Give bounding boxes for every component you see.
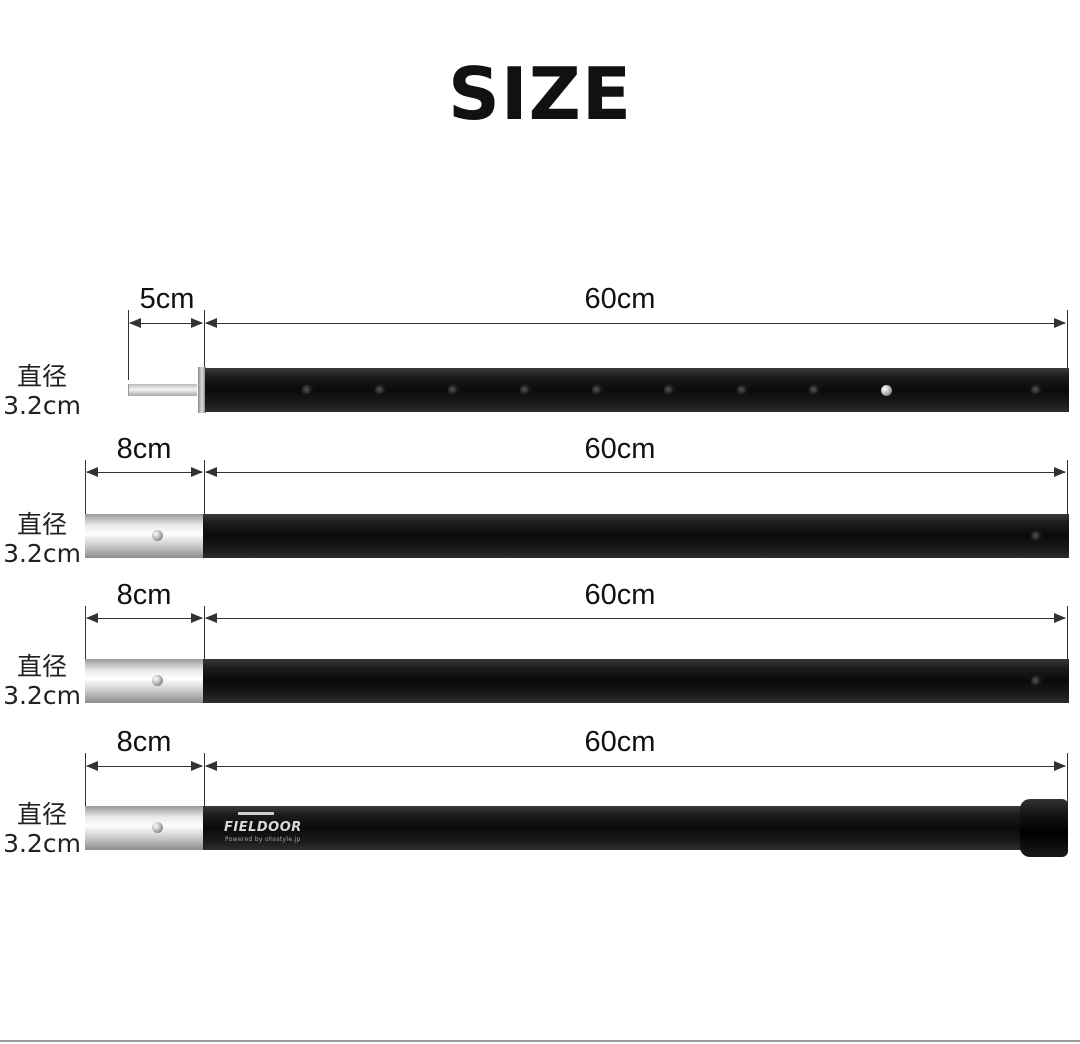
dimension-tick — [85, 753, 86, 808]
dimension-line-right — [206, 766, 1065, 767]
brand-tagline: Powered by ohsstyle.jp — [225, 836, 301, 843]
aluminum-sleeve — [85, 659, 205, 703]
arrow-right-icon — [1054, 613, 1066, 623]
dimension-tick — [1067, 310, 1068, 370]
dimension-tick — [85, 460, 86, 515]
arrow-left-icon — [129, 318, 141, 328]
diameter-value: 3.2cm — [3, 391, 81, 420]
right-dimension-label: 60cm — [584, 726, 656, 758]
dimension-tick — [85, 606, 86, 661]
arrow-left-icon — [86, 761, 98, 771]
dimension-line-left — [87, 618, 202, 619]
right-dimension-label: 60cm — [584, 433, 656, 465]
lock-stud-icon — [152, 530, 163, 541]
pole-row-1: 5cm 60cm 直径 3.2cm — [0, 280, 1080, 420]
pole-segment — [205, 368, 1069, 412]
adjustment-hole-icon — [302, 385, 313, 396]
page-title: SIZE — [447, 52, 633, 136]
dimension-line-right — [206, 618, 1065, 619]
diameter-value: 3.2cm — [3, 539, 81, 568]
pole-row-4: 8cm 60cm 直径 3.2cm FIELDOOR Powered by oh… — [0, 723, 1080, 863]
diameter-label: 直径 3.2cm — [2, 800, 82, 858]
dimension-line-left — [87, 766, 202, 767]
arrow-right-icon — [191, 613, 203, 623]
right-dimension-label: 60cm — [584, 579, 656, 611]
arrow-right-icon — [191, 467, 203, 477]
adjustment-hole-icon — [664, 385, 675, 396]
adjustment-hole-icon — [448, 385, 459, 396]
adjustment-hole-icon — [1031, 676, 1042, 687]
dimension-tick — [128, 310, 129, 380]
brand-logo: FIELDOOR — [224, 820, 302, 835]
aluminum-sleeve — [85, 514, 205, 558]
dimension-tick — [204, 310, 205, 370]
diameter-value: 3.2cm — [3, 681, 81, 710]
lock-stud-icon — [152, 675, 163, 686]
pole-segment — [203, 659, 1069, 703]
pole-row-3: 8cm 60cm 直径 3.2cm — [0, 576, 1080, 716]
adjustment-hole-icon — [1031, 531, 1042, 542]
brand-logo-mark — [238, 812, 274, 815]
lock-stud-icon — [152, 822, 163, 833]
dimension-line-left — [130, 323, 202, 324]
left-dimension-label: 8cm — [116, 579, 172, 611]
connector-pin — [128, 384, 197, 396]
lock-stud-icon — [881, 385, 892, 396]
adjustment-hole-icon — [809, 385, 820, 396]
diameter-label-line1: 直径 — [16, 652, 67, 681]
arrow-left-icon — [205, 761, 217, 771]
arrow-left-icon — [205, 613, 217, 623]
arrow-right-icon — [191, 318, 203, 328]
dimension-tick — [1067, 460, 1068, 515]
arrow-left-icon — [205, 318, 217, 328]
rubber-end-cap — [1020, 799, 1068, 857]
arrow-right-icon — [1054, 761, 1066, 771]
left-dimension-label: 5cm — [139, 283, 195, 315]
right-dimension-label: 60cm — [584, 283, 656, 315]
arrow-left-icon — [205, 467, 217, 477]
dimension-line-right — [206, 472, 1065, 473]
dimension-line-left — [87, 472, 202, 473]
arrow-left-icon — [86, 467, 98, 477]
arrow-right-icon — [191, 761, 203, 771]
pole-segment — [203, 514, 1069, 558]
adjustment-hole-icon — [520, 385, 531, 396]
diameter-label-line1: 直径 — [16, 362, 67, 391]
arrow-right-icon — [1054, 467, 1066, 477]
dimension-tick — [1067, 606, 1068, 661]
left-dimension-label: 8cm — [116, 433, 172, 465]
diameter-label: 直径 3.2cm — [2, 362, 82, 420]
diameter-label: 直径 3.2cm — [2, 510, 82, 568]
diameter-label-line1: 直径 — [16, 510, 67, 539]
arrow-right-icon — [1054, 318, 1066, 328]
adjustment-hole-icon — [1031, 385, 1042, 396]
adjustment-hole-icon — [737, 385, 748, 396]
aluminum-sleeve — [85, 806, 205, 850]
dimension-tick — [204, 460, 205, 515]
pole-collar — [198, 367, 206, 413]
adjustment-hole-icon — [592, 385, 603, 396]
diameter-value: 3.2cm — [3, 829, 81, 858]
dimension-tick — [1067, 753, 1068, 808]
dimension-tick — [204, 606, 205, 661]
dimension-line-right — [206, 323, 1065, 324]
pole-segment — [203, 806, 1033, 850]
bottom-divider — [0, 1040, 1080, 1042]
diameter-label: 直径 3.2cm — [2, 652, 82, 710]
diameter-label-line1: 直径 — [16, 800, 67, 829]
adjustment-hole-icon — [375, 385, 386, 396]
arrow-left-icon — [86, 613, 98, 623]
dimension-tick — [204, 753, 205, 808]
left-dimension-label: 8cm — [116, 726, 172, 758]
pole-row-2: 8cm 60cm 直径 3.2cm — [0, 430, 1080, 570]
